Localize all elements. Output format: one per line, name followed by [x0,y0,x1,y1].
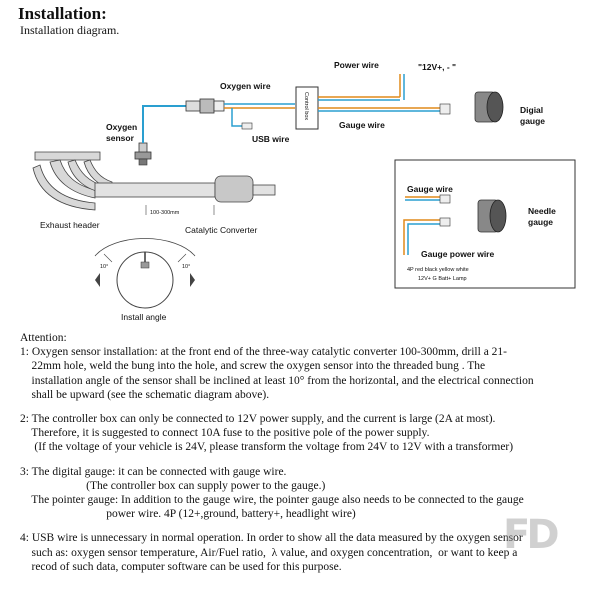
inset-gauge-wire-label: Gauge wire [407,184,453,194]
note-2-line-1: 2: The controller box can only be connec… [20,413,496,426]
angle-right-label: 10° [182,264,190,270]
install-angle-graphic [94,238,196,309]
note-3-line-4: power wire. 4P (12+,ground, battery+, he… [20,508,356,521]
note-1-line-4: shall be upward (see the schematic diagr… [20,388,270,401]
page-subtitle: Installation diagram. [20,23,120,37]
note-3-line-1: 3: The digital gauge: it can be connecte… [20,465,287,478]
distance-label: 100-300mm [150,210,180,216]
note-1-line-3: installation angle of the sensor shall b… [20,374,534,387]
exhaust-header-graphic [32,151,276,211]
note-3-line-2: (The controller box can supply power to … [20,479,326,492]
usb-wire-label: USB wire [252,134,290,144]
page-title: Installation: [18,4,107,23]
watermark-logo: FD [503,512,560,558]
note-1-line-2: 22mm hole, weld the bung into the hole, … [20,360,486,373]
oxygen-wire-line [142,105,188,113]
gauge-power-wire-label: Gauge power wire [421,249,494,259]
note-2-line-2: Therefore, it is suggested to connect 10… [20,427,430,440]
pin-row-2: 12V+ G Batt+ Lamp [418,276,467,282]
install-angle-label: Install angle [121,312,167,322]
connector-plug [185,98,225,114]
note-4-line-1: 4: USB wire is unnecessary in normal ope… [20,532,523,545]
attention-notes: Attention: 1: Oxygen sensor installation… [20,331,580,574]
oxygen-sensor-graphic [134,113,152,166]
needle-gauge-graphic [477,199,507,233]
digital-gauge-graphic [474,91,504,123]
control-box-label: Control box [303,92,309,120]
oxygen-wire-label: Oxygen wire [220,81,271,91]
voltage-label: "12V+, - " [418,62,456,72]
note-1-line-1: 1: Oxygen sensor installation: at the fr… [20,346,508,359]
note-2-line-3: (If the voltage of your vehicle is 24V, … [20,441,514,454]
gauge-wire-label-top: Gauge wire [339,120,385,130]
catalytic-converter-label: Catalytic Converter [185,225,257,235]
exhaust-header-label: Exhaust header [40,220,100,230]
angle-left-label: 10° [100,264,108,270]
pin-row-1: 4P red black yellow white [407,267,469,273]
note-3-line-3: The pointer gauge: In addition to the ga… [20,494,524,507]
power-wire-label: Power wire [334,60,379,70]
note-4-line-2: such as: oxygen sensor temperature, Air/… [20,546,518,559]
note-4-line-3: recod of such data, computer software ca… [20,560,342,573]
attention-heading: Attention: [20,332,67,344]
